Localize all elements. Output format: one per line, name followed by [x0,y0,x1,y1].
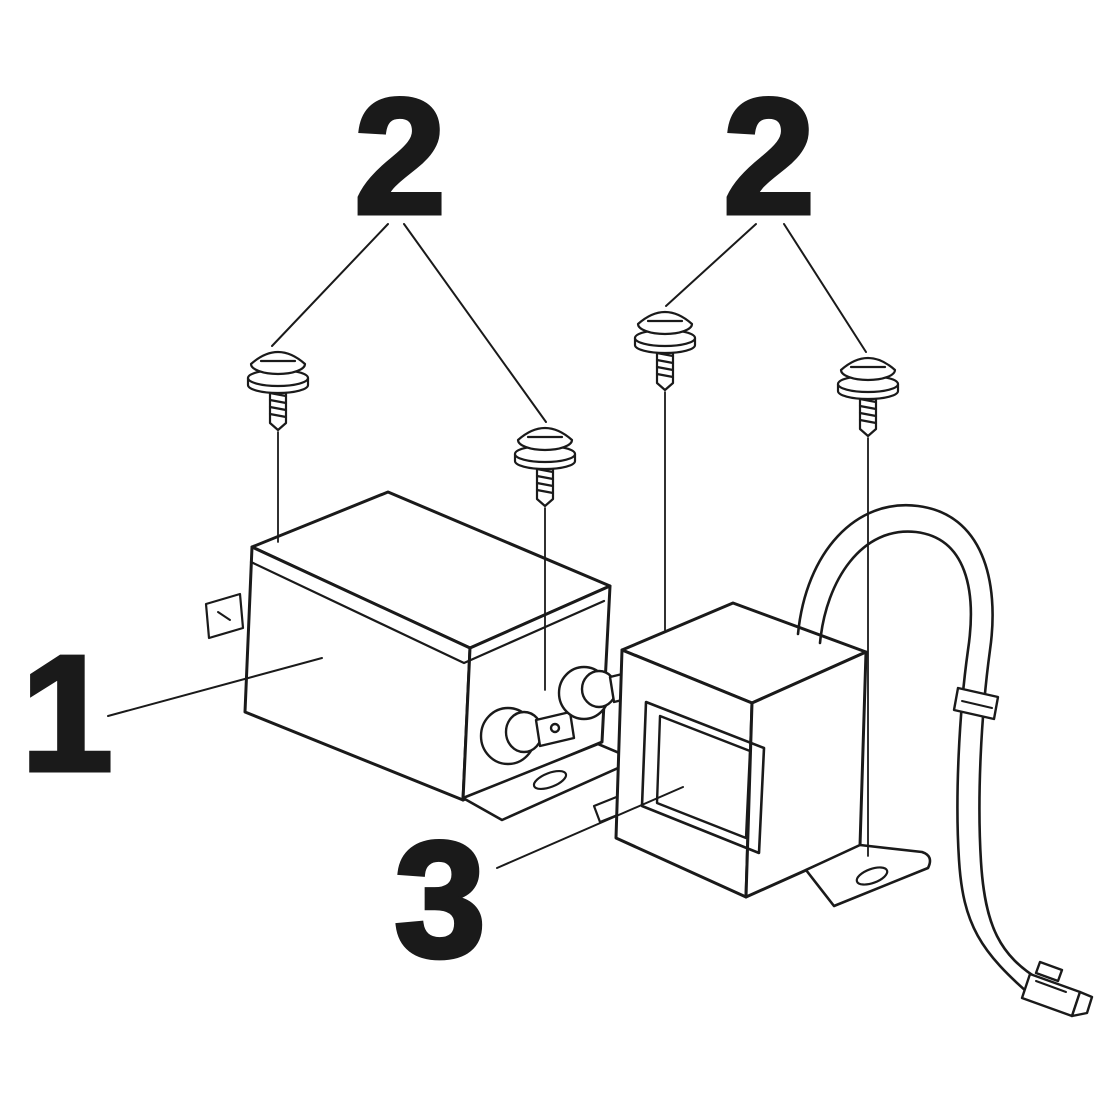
connector-detail-line [1035,980,1067,993]
screw-icon-3 [633,310,697,392]
label-part-3: 3 [394,808,485,991]
cable-connector [1020,960,1094,1018]
connector-body [1020,972,1082,1018]
leader-part-2-left-a [271,223,389,347]
label-part-2-left: 2 [354,65,445,248]
screw-icon-1 [246,350,310,432]
leader-part-1 [107,657,323,717]
callout-labels: 1 2 2 3 [19,63,817,994]
callout-leader-lines [107,223,867,869]
connector-tip [1070,990,1094,1018]
cable-outer-edge [796,503,1042,982]
screw-icon-2 [513,426,577,508]
screw-icon-4 [836,356,900,438]
lid-seam-line [249,560,606,665]
label-part-2-right: 2 [723,65,814,248]
assembly-axis-lines [277,391,869,857]
cable-clip-line [961,700,993,709]
leader-part-3 [496,786,684,869]
leader-part-2-right-b [783,223,867,353]
power-cable [796,503,1094,1018]
part-3-transformer [592,601,932,908]
label-part-1: 1 [21,622,112,805]
flange-hole [855,866,889,886]
flange-hole [532,769,568,791]
leader-part-2-left-b [403,223,547,423]
terminal-lower [479,706,576,766]
coil-window-outer [640,700,766,855]
coil-window-inner [655,714,752,840]
leader-part-2-right-a [665,223,757,307]
cable-inner-edge [818,530,1036,1000]
side-tab-slot [217,611,231,621]
connector-flap [1034,960,1064,983]
terminal-lug-hole [549,722,561,734]
terminal-cap [504,710,544,754]
part-1-filter-box [204,490,649,822]
